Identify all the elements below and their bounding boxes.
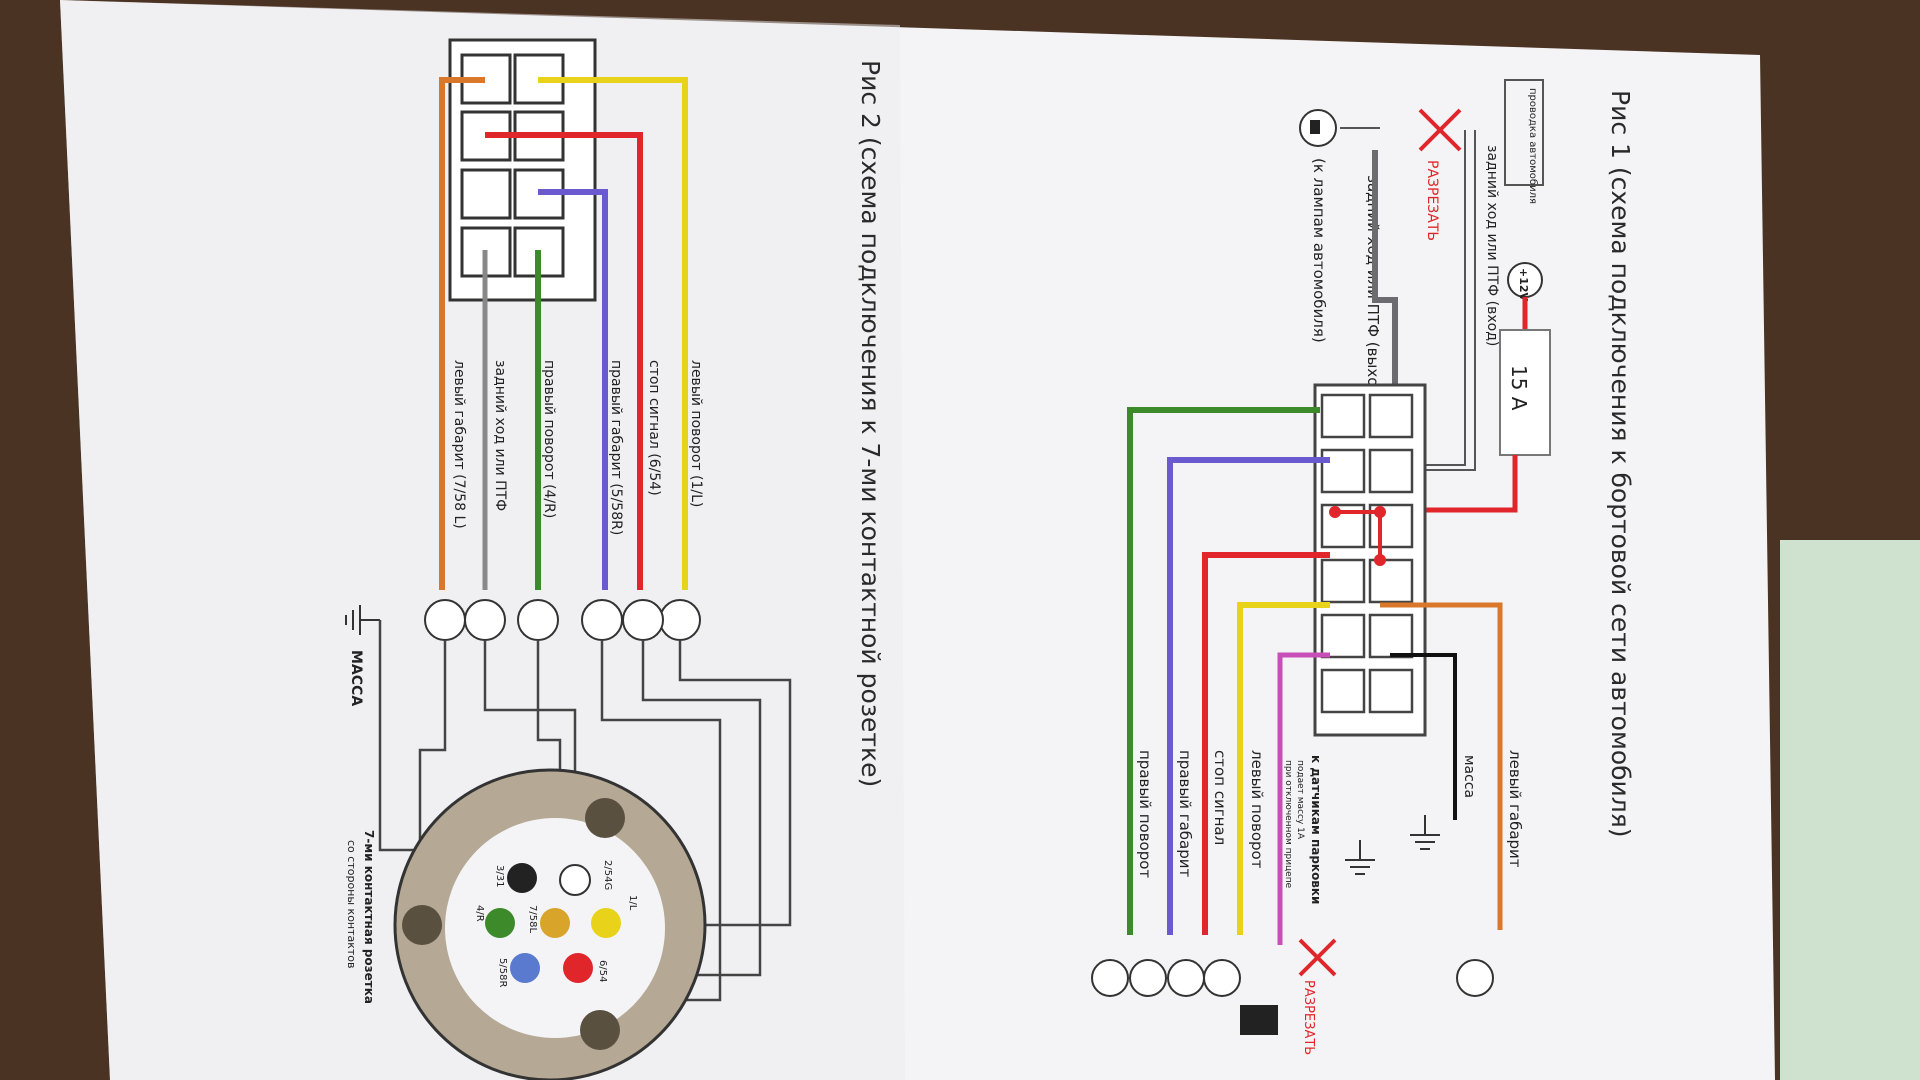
f1-stop-label: стоп сигнал (1211, 750, 1229, 845)
cut-label: РАЗРЕЗАТЬ (1424, 160, 1440, 241)
f1-icons (1091, 959, 1494, 997)
ground-icon (1345, 815, 1440, 875)
marker-lamp-icon (1129, 959, 1167, 997)
stop-icon (1167, 959, 1205, 997)
seven-pin-socket (393, 768, 707, 1080)
left-marker-wire (1490, 602, 1503, 930)
pin-label-2: 2/54G (602, 860, 613, 890)
figure-1: Рис 1 (схема подключения к бортовой сети… (1091, 79, 1635, 1055)
pin-6-54 (563, 953, 593, 983)
ground-icon-f2 (345, 605, 380, 635)
parking-sensor-icon (1240, 1005, 1278, 1035)
f2-ground-label: МАССА (348, 650, 364, 706)
f2-left-marker-label: левый габарит (7/58 L) (451, 360, 467, 529)
pin-label-6: 6/54 (597, 960, 608, 982)
f2-right-marker-label: правый габарит (5/58R) (608, 360, 624, 535)
plus12-label: +12V (1517, 268, 1530, 302)
fuse-label: 15 A (1507, 365, 1531, 411)
to-lamps-label: (к лампам автомобиля) (1310, 158, 1328, 343)
fig2-caption: Рис 2 (схема подключения к 7-ми контактн… (856, 60, 885, 787)
socket-title: 7-ми контактная розетка (362, 830, 376, 1004)
turn-arrow-icon-f2b (517, 599, 559, 641)
pin-3-31 (507, 863, 537, 893)
f1-parking-note2: при отключенном прицепе (1283, 760, 1293, 889)
marker-lamp-icon-2 (1456, 959, 1494, 997)
cut-x-icon (1418, 108, 1462, 152)
turn-arrow-icon (1091, 959, 1129, 997)
f1-left-marker-label: левый габарит (1506, 750, 1524, 868)
f2-left-turn-label: левый поворот (1/L) (688, 360, 704, 507)
marker-lamp-icon-f2 (581, 599, 623, 641)
f2-icons (424, 599, 701, 641)
stop-icon-f2 (622, 599, 664, 641)
green-paper-corner (1780, 540, 1920, 1080)
parking-sensor-wire (1277, 652, 1330, 945)
right-marker-wire (1167, 457, 1330, 935)
f1-parking-note1: подает массу 1А (1295, 760, 1305, 840)
pin-5-58R (510, 953, 540, 983)
pin-1L (591, 908, 621, 938)
f1-parking-label: к датчикам парковки (1309, 755, 1323, 904)
f2-blue-wire (538, 189, 608, 590)
f2-right-turn-label: правый поворот (4/R) (541, 360, 557, 518)
pin-label-5: 5/58R (497, 958, 508, 987)
f1-right-turn-label: правый поворот (1136, 750, 1154, 878)
pin-label-4: 4/R (474, 905, 485, 922)
reverse-lamp-icon-f2 (464, 599, 506, 641)
marker-lamp-icon-f2b (424, 599, 466, 641)
pin-2-54G (559, 864, 591, 896)
car-wiring-label: проводка автомобиля (1527, 88, 1538, 204)
pin-label-1: 1/L (627, 895, 638, 911)
pin-label-7: 7/58L (527, 905, 538, 933)
reverse-in-label: задний ход или ПТФ (вход) (1484, 145, 1500, 346)
cut2-label: РАЗРЕЗАТЬ (1301, 980, 1316, 1055)
pin-label-3: 3/31 (494, 865, 505, 887)
socket-subtitle: со стороны контактов (345, 840, 358, 969)
f2-red-wire (485, 132, 643, 590)
figure-2: Рис 2 (схема подключения к 7-ми контактн… (345, 38, 885, 1080)
socket-screw (585, 798, 625, 838)
cut-x-icon-2 (1298, 938, 1337, 977)
f2-yellow-wire (538, 77, 688, 590)
stop-wire (1202, 552, 1330, 935)
fig1-caption: Рис 1 (схема подключения к бортовой сети… (1606, 90, 1635, 838)
fuse-box (1499, 329, 1551, 456)
turn-arrow-icon-f2 (659, 599, 701, 641)
f2-reverse-label: задний ход или ПТФ (492, 360, 508, 511)
f2-orange-wire (439, 77, 485, 590)
f1-right-marker-label: правый габарит (1176, 750, 1194, 878)
f1-left-turn-label: левый поворот (1248, 750, 1266, 869)
right-turn-wire (1127, 407, 1320, 935)
f1-ground-label: масса (1461, 755, 1477, 798)
pin-4R (485, 908, 515, 938)
pin-7-58L (540, 908, 570, 938)
turn-arrow-icon-2 (1203, 959, 1241, 997)
f2-stop-label: стоп сигнал (6/54) (646, 360, 662, 496)
left-turn-wire (1237, 602, 1330, 935)
